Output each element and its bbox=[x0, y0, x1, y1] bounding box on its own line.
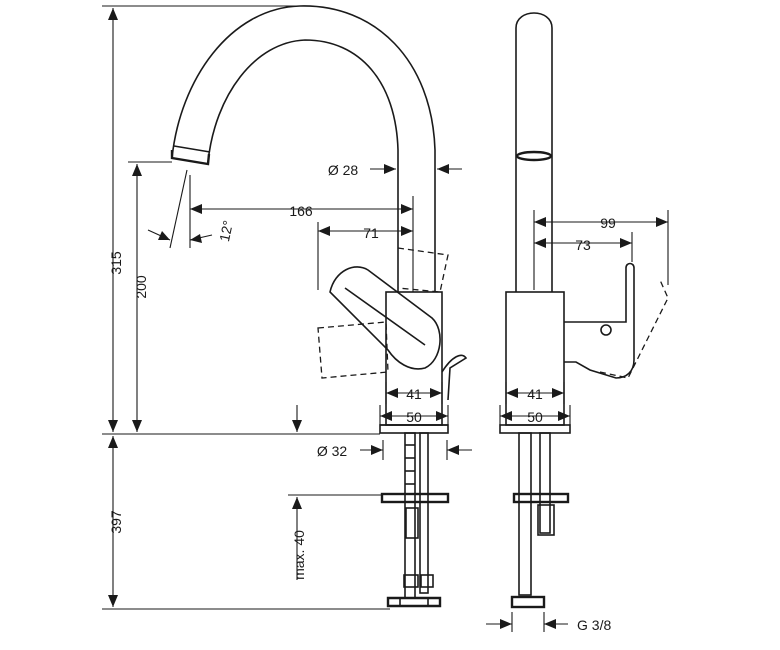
lever-handle bbox=[329, 266, 441, 370]
drain-rod bbox=[441, 354, 468, 401]
handle-dashed-up bbox=[397, 247, 449, 293]
side-mounting-bracket bbox=[512, 492, 570, 504]
dim-side-handle-reach: 99 bbox=[600, 215, 616, 231]
threaded-rod-right bbox=[419, 432, 429, 594]
dim-handle-offset: 71 bbox=[363, 225, 379, 241]
dim-spout-height: 200 bbox=[133, 275, 149, 299]
dim-side-base-inner: 41 bbox=[527, 386, 543, 402]
dim-spout-reach: 166 bbox=[289, 203, 313, 219]
front-view: 315 200 166 71 Ø 28 bbox=[102, 5, 472, 610]
side-lever-handle bbox=[564, 262, 635, 379]
dim-base-inner: 41 bbox=[406, 386, 422, 402]
dim-angle: 12° bbox=[216, 219, 236, 243]
spout-nozzle bbox=[170, 150, 211, 166]
side-base-plate bbox=[499, 424, 571, 434]
side-handle-dashed bbox=[599, 279, 669, 379]
side-view: 99 73 41 50 G 3/8 bbox=[486, 12, 669, 633]
handle-dashed-down bbox=[317, 321, 389, 379]
dim-base-outer: 50 bbox=[406, 409, 422, 425]
dim-spout-diameter: Ø 28 bbox=[328, 162, 359, 178]
dim-side-handle-inner: 73 bbox=[575, 237, 591, 253]
spout-outer-outline bbox=[171, 5, 436, 292]
dim-side-base-outer: 50 bbox=[527, 409, 543, 425]
base-plate bbox=[379, 424, 449, 434]
side-body bbox=[505, 291, 565, 426]
spout-inner-outline bbox=[207, 39, 399, 292]
dim-body-diameter: Ø 32 bbox=[317, 443, 348, 459]
dim-total-height: 315 bbox=[108, 251, 124, 275]
mounting-nut bbox=[386, 596, 442, 608]
dim-max-thickness: max. 40 bbox=[291, 530, 307, 580]
dim-thread: G 3/8 bbox=[577, 617, 611, 633]
side-mounting-nut bbox=[510, 595, 546, 609]
side-spout bbox=[515, 12, 553, 292]
dim-underside-length: 397 bbox=[108, 510, 124, 534]
side-nozzle bbox=[515, 150, 553, 162]
mounting-bracket bbox=[380, 492, 450, 504]
